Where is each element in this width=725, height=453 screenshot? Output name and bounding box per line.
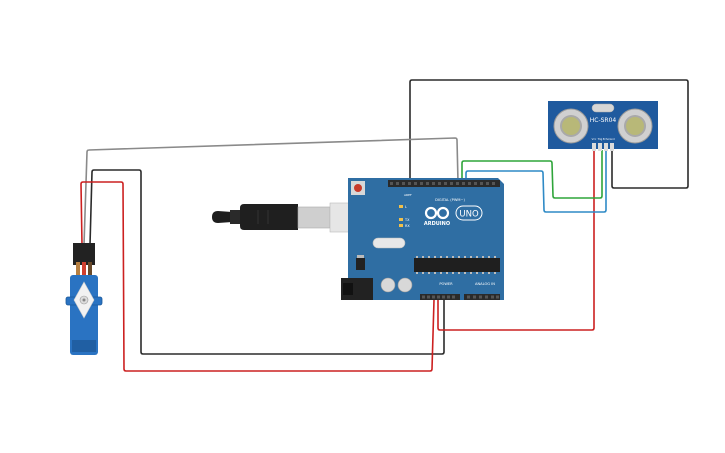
transducer-left: [553, 108, 589, 144]
sensor-pin-gnd: Gnd: [609, 137, 615, 141]
crystal: [372, 237, 406, 249]
usb-cable: [212, 202, 371, 233]
sensor-label: HC-SR04: [590, 117, 617, 124]
analog-header-label: ANALOG IN: [475, 282, 495, 286]
wire-green-trig[interactable]: [461, 150, 603, 199]
rx-led: [399, 224, 403, 227]
wire-gray-servo-signal[interactable]: [83, 137, 459, 246]
board-model: UNO: [459, 210, 479, 220]
servo-motor[interactable]: [65, 243, 103, 355]
sensor-crystal: [591, 103, 615, 113]
sensor-pin-trig: Trig: [598, 137, 603, 141]
digital-header-label: DIGITAL (PWM~): [435, 198, 465, 202]
wire-red-sensor-power[interactable]: [437, 150, 595, 331]
sensor-pin-vcc: Vcc: [592, 137, 597, 141]
tx-led-label: TX: [404, 218, 410, 222]
ultrasonic-sensor[interactable]: HC-SR04 Vcc Trig Echo Gnd: [548, 101, 658, 151]
wire-black-sensor-gnd[interactable]: [409, 79, 689, 189]
arduino-logo: [424, 206, 450, 220]
power-header-label: POWER: [439, 282, 453, 286]
sensor-pin-echo: Echo: [603, 137, 610, 141]
capacitor-1: [380, 277, 396, 293]
atmega-chip: [414, 258, 500, 272]
aref-label: AREF: [404, 193, 412, 197]
rx-led-label: RX: [405, 224, 410, 228]
l-led: [399, 205, 403, 208]
voltage-regulator: [356, 258, 365, 270]
wire-red-servo-power[interactable]: [80, 181, 435, 372]
l-led-label: L: [405, 205, 407, 209]
arduino-uno[interactable]: DIGITAL (PWM~) AREF L TX RX ARDUINO UNO: [341, 178, 504, 300]
tx-led: [399, 218, 403, 221]
capacitor-2: [397, 277, 413, 293]
wires: [80, 79, 689, 372]
transducer-right: [617, 108, 653, 144]
servo-connector: [73, 243, 95, 265]
wire-blue-echo[interactable]: [465, 150, 607, 213]
arduino-logo-text: ARDUINO: [424, 221, 450, 227]
wire-black-servo-gnd[interactable]: [89, 169, 445, 355]
